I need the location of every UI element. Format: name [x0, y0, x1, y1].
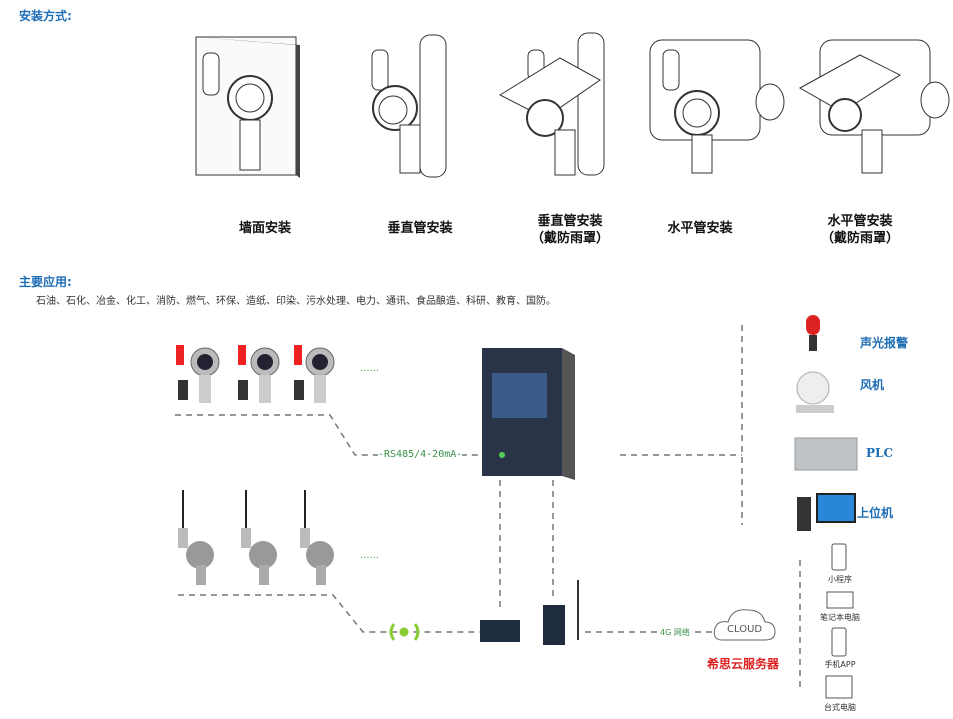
client-label-laptop: 笔记本电脑 — [820, 613, 860, 622]
horizontal-pipe-illustration — [649, 39, 785, 174]
vertical-pipe-cover-illustration — [498, 32, 605, 176]
gateway-devices — [480, 580, 579, 645]
wired-protocol-label: -RS485/4-20mA- — [378, 449, 463, 460]
client-label-mobile-app: 手机APP — [824, 660, 856, 669]
wireless-sensors — [178, 490, 334, 585]
output-label-plc: PLC — [866, 446, 894, 460]
client-label-miniprogram: 小程序 — [828, 575, 852, 584]
method-label-vertical-pipe: 垂直管安装 — [387, 221, 453, 236]
cloud-label: CLOUD — [727, 624, 763, 635]
method-label-vertical-pipe-cover: 垂直管安装（戴防雨罩） — [530, 214, 609, 246]
client-devices — [825, 543, 854, 699]
vertical-pipe-illustration — [371, 34, 447, 178]
network-label: 4G 网络 — [660, 627, 690, 638]
method-label-wall: 墙面安装 — [238, 221, 291, 236]
method-label-horizontal-pipe: 水平管安装 — [667, 221, 733, 236]
output-label-host: 上位机 — [857, 506, 894, 520]
install-heading: 安装方式: — [19, 9, 72, 23]
output-devices — [794, 315, 858, 531]
horizontal-pipe-cover-illustration — [798, 39, 950, 174]
wall-mount-illustration — [195, 36, 300, 178]
controller-cabinet — [482, 348, 575, 480]
method-label-horizontal-pipe-cover: 水平管安装（戴防雨罩） — [820, 214, 899, 246]
connection-lines — [175, 325, 801, 690]
cloud-service-label: 希思云服务器 — [707, 657, 780, 671]
wired-sensors — [176, 345, 335, 403]
cloud-icon — [713, 609, 776, 641]
applications-heading: 主要应用: — [19, 275, 72, 289]
ellipsis-wireless: ...... — [360, 550, 380, 561]
wireless-signal-icon — [389, 623, 420, 641]
output-label-fan: 风机 — [860, 378, 885, 392]
ellipsis-wired: ...... — [360, 363, 380, 374]
output-label-alarm: 声光报警 — [860, 336, 909, 350]
client-label-desktop: 台式电脑 — [824, 703, 856, 712]
applications-text: 石油、石化、冶金、化工、消防、燃气、环保、造纸、印染、污水处理、电力、通讯、食品… — [36, 296, 556, 307]
